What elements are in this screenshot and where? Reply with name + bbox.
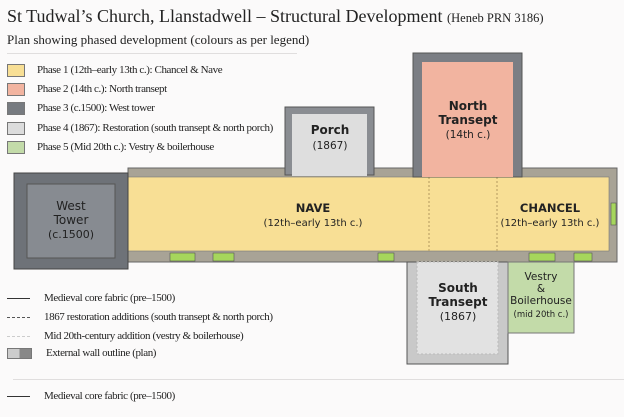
legend-phase-2: Phase 2 (14th c.): North transept [7,83,167,96]
nave-date: (12th–early 13th c.) [264,218,363,229]
solid-line-sample [7,396,30,397]
swatch [7,64,25,77]
wall-swatch [7,348,32,359]
swatch [7,102,25,115]
vestry-date: (mid 20th c.) [514,310,569,320]
legend-phase-4: Phase 4 (1867): Restoration (south trans… [7,122,273,135]
legend-label: Mid 20th-century addition (vestry & boil… [44,330,244,342]
nave-label: NAVE [296,201,331,215]
legend-label: Phase 3 (c.1500): West tower [37,102,155,114]
legend-phase-5: Phase 5 (Mid 20th c.): Vestry & boilerho… [7,141,214,154]
chancel-label: CHANCEL [520,201,581,215]
swatch [7,83,25,96]
subtitle: Plan showing phased development (colours… [7,32,310,47]
tower-label: West [56,199,86,213]
north-transept-date: (14th c.) [446,129,491,141]
vestry-label: Boilerhouse [510,295,572,307]
dashed-line-sample [7,317,30,318]
footer-legend-medieval: Medieval core fabric (pre–1500) [7,390,175,403]
north-transept-label: North [449,99,487,113]
title-reference: (Heneb PRN 3186) [446,11,544,25]
legend-phase-3: Phase 3 (c.1500): West tower [7,102,155,115]
divider [7,53,297,54]
line-legend-20th: Mid 20th-century addition (vestry & boil… [7,330,244,343]
legend-label: Phase 4 (1867): Restoration (south trans… [37,122,273,134]
legend-label: Phase 1 (12th–early 13th c.): Chancel & … [37,64,223,76]
vestry-label: Vestry [525,271,558,283]
line-legend-wall: External wall outline (plan) [7,347,156,360]
south-transept-interior [416,261,499,355]
legend-label: Medieval core fabric (pre–1500) [44,390,175,402]
window [573,252,593,262]
chancel-date: (12th–early 13th c.) [501,218,600,229]
porch-date: (1867) [313,140,348,152]
page-title: St Tudwal’s Church, Llanstadwell – Struc… [7,6,543,27]
south-transept-label: South [438,281,478,295]
divider [13,379,624,380]
window [377,252,395,262]
title-text: St Tudwal’s Church, Llanstadwell – Struc… [7,6,443,26]
legend-label: Medieval core fabric (pre–1500) [44,292,175,304]
south-transept-label: Transept [428,295,487,309]
west-tower-interior [26,183,116,259]
window [528,252,556,262]
north-transept-label: Transept [438,113,497,127]
legend-label: 1867 restoration additions (south transe… [44,311,273,323]
legend-phase-1: Phase 1 (12th–early 13th c.): Chancel & … [7,64,223,77]
north-transept-interior [422,62,513,177]
south-transept-date: (1867) [440,310,477,323]
tower-date: (c.1500) [48,228,94,241]
solid-line-sample [7,298,30,299]
porch-label: Porch [311,123,350,137]
nave-chancel-floor [127,176,610,252]
line-legend-medieval: Medieval core fabric (pre–1500) [7,292,175,305]
legend-label: Phase 5 (Mid 20th c.): Vestry & boilerho… [37,141,214,153]
window [610,202,617,226]
swatch [7,122,25,135]
line-legend-1867: 1867 restoration additions (south transe… [7,311,273,324]
vestry-label: & [537,283,545,295]
vestry [507,261,575,334]
legend-label: Phase 2 (14th c.): North transept [37,83,167,95]
legend-label: External wall outline (plan) [46,347,157,359]
window [169,252,196,262]
porch-interior [292,114,367,176]
dotted-line-sample [7,336,30,337]
tower-label: Tower [53,213,89,227]
window [212,252,235,262]
swatch [7,141,25,154]
